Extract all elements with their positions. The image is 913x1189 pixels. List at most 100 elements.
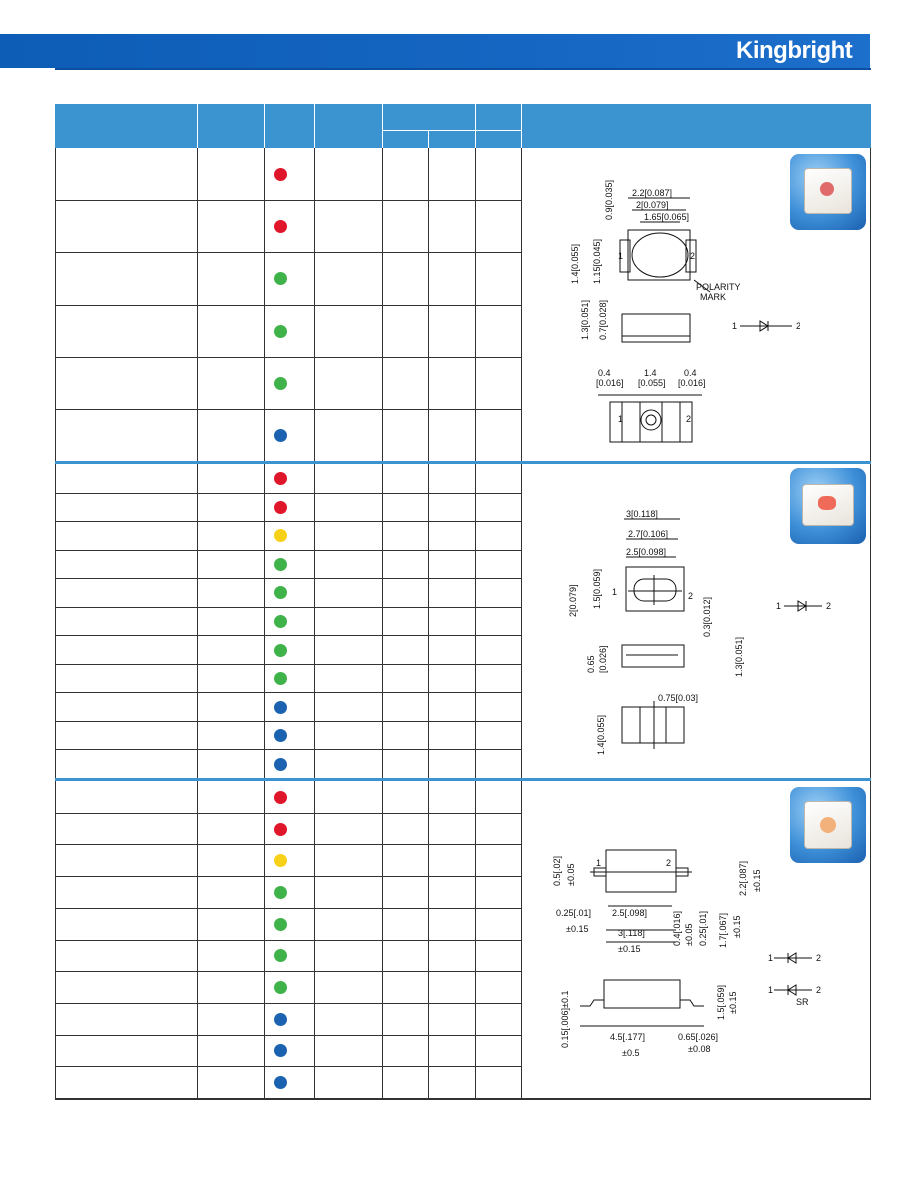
svg-text:2.2[.087]: 2.2[.087] bbox=[738, 861, 748, 896]
table-row-divider bbox=[55, 252, 521, 253]
table-row-divider bbox=[55, 971, 521, 972]
led-color-indicator-green bbox=[274, 918, 287, 931]
table-row-divider bbox=[55, 357, 521, 358]
svg-text:1.65[0.065]: 1.65[0.065] bbox=[644, 212, 689, 222]
svg-text:1: 1 bbox=[768, 985, 773, 995]
table-row-divider bbox=[55, 1003, 521, 1004]
svg-text:[0.055]: [0.055] bbox=[638, 378, 666, 388]
svg-text:±0.05: ±0.05 bbox=[566, 864, 576, 886]
svg-text:1.4[0.055]: 1.4[0.055] bbox=[570, 244, 580, 284]
section-divider bbox=[55, 461, 871, 464]
table-row-divider bbox=[55, 692, 521, 693]
led-color-indicator-green bbox=[274, 672, 287, 685]
table-row-divider bbox=[55, 607, 521, 608]
package-drawing-section1: 2.2[0.087] 2[0.079] 1.65[0.065] 0.9[0.03… bbox=[560, 180, 801, 455]
led-color-indicator-red bbox=[274, 823, 287, 836]
package-drawing-section2: 3[0.118] 2.7[0.106] 2.5[0.098] 2[0.079] … bbox=[560, 505, 850, 770]
svg-text:3[0.118]: 3[0.118] bbox=[626, 509, 658, 519]
led-color-indicator-yellow bbox=[274, 529, 287, 542]
svg-text:SR: SR bbox=[796, 997, 809, 1007]
led-photo-section1 bbox=[790, 154, 866, 230]
svg-text:±0.05: ±0.05 bbox=[684, 924, 694, 946]
led-color-indicator-red bbox=[274, 168, 287, 181]
table-row-divider bbox=[55, 493, 521, 494]
led-color-indicator-blue bbox=[274, 429, 287, 442]
svg-text:2: 2 bbox=[690, 251, 695, 261]
svg-text:±0.15: ±0.15 bbox=[752, 870, 762, 892]
table-row-divider bbox=[55, 749, 521, 750]
svg-text:[0.026]: [0.026] bbox=[598, 645, 608, 673]
svg-text:1: 1 bbox=[732, 321, 737, 331]
led-color-indicator-red bbox=[274, 472, 287, 485]
table-row-divider bbox=[55, 940, 521, 941]
svg-text:2: 2 bbox=[686, 414, 691, 424]
led-color-indicator-blue bbox=[274, 729, 287, 742]
svg-text:0.9[0.035]: 0.9[0.035] bbox=[604, 180, 614, 220]
svg-text:0.25[.01]: 0.25[.01] bbox=[556, 908, 591, 918]
svg-text:1: 1 bbox=[776, 601, 781, 611]
led-color-indicator-red bbox=[274, 220, 287, 233]
svg-text:±0.08: ±0.08 bbox=[688, 1044, 710, 1054]
column-divider bbox=[264, 781, 265, 1098]
led-color-indicator-red bbox=[274, 501, 287, 514]
led-color-indicator-green bbox=[274, 558, 287, 571]
svg-text:1: 1 bbox=[618, 251, 623, 261]
led-color-indicator-blue bbox=[274, 1076, 287, 1089]
svg-text:2[0.079]: 2[0.079] bbox=[636, 200, 669, 210]
svg-text:±0.15: ±0.15 bbox=[732, 916, 742, 938]
svg-text:[0.016]: [0.016] bbox=[596, 378, 624, 388]
led-color-indicator-blue bbox=[274, 758, 287, 771]
svg-text:0.4[.016]: 0.4[.016] bbox=[672, 911, 682, 946]
package-drawing-section3: 0.5[.02] ±0.05 2.2[.087] ±0.15 1 2 0.25[… bbox=[550, 830, 830, 1075]
column-divider bbox=[475, 464, 476, 778]
table-row-divider bbox=[55, 635, 521, 636]
header-subdivider bbox=[382, 130, 522, 131]
column-divider bbox=[521, 464, 522, 778]
svg-text:1: 1 bbox=[618, 414, 623, 424]
column-divider bbox=[428, 464, 429, 778]
svg-text:1: 1 bbox=[596, 858, 601, 868]
led-color-indicator-green bbox=[274, 325, 287, 338]
svg-text:2: 2 bbox=[688, 591, 693, 601]
svg-text:0.65: 0.65 bbox=[586, 655, 596, 673]
header-underline bbox=[55, 68, 871, 70]
led-color-indicator-green bbox=[274, 886, 287, 899]
svg-text:±0.15: ±0.15 bbox=[618, 944, 640, 954]
svg-text:1.4[0.055]: 1.4[0.055] bbox=[596, 715, 606, 755]
column-divider bbox=[521, 781, 522, 1098]
svg-text:0.75[0.03]: 0.75[0.03] bbox=[658, 693, 698, 703]
led-color-indicator-green bbox=[274, 272, 287, 285]
svg-text:1.15[0.045]: 1.15[0.045] bbox=[592, 239, 602, 284]
kingbright-logo: Kingbright bbox=[736, 37, 853, 64]
svg-text:MARK: MARK bbox=[700, 292, 726, 302]
svg-text:1.7[.067]: 1.7[.067] bbox=[718, 913, 728, 948]
column-divider bbox=[428, 148, 429, 461]
column-divider bbox=[475, 148, 476, 461]
svg-text:0.5[.02]: 0.5[.02] bbox=[552, 856, 562, 886]
svg-text:2: 2 bbox=[666, 858, 671, 868]
svg-text:2.5[.098]: 2.5[.098] bbox=[612, 908, 647, 918]
svg-text:±0.15: ±0.15 bbox=[728, 992, 738, 1014]
led-color-indicator-blue bbox=[274, 1013, 287, 1026]
table-row-divider bbox=[55, 908, 521, 909]
section-divider bbox=[55, 778, 871, 781]
svg-text:2: 2 bbox=[816, 953, 821, 963]
table-row-divider bbox=[55, 521, 521, 522]
svg-text:2.2[0.087]: 2.2[0.087] bbox=[632, 188, 672, 198]
column-divider bbox=[264, 464, 265, 778]
svg-text:0.4: 0.4 bbox=[684, 368, 697, 378]
table-row-divider bbox=[55, 721, 521, 722]
svg-text:[0.016]: [0.016] bbox=[678, 378, 706, 388]
column-divider bbox=[197, 148, 198, 461]
svg-text:1.5[0.059]: 1.5[0.059] bbox=[592, 569, 602, 609]
table-row-divider bbox=[55, 1035, 521, 1036]
table-header bbox=[55, 104, 871, 148]
svg-text:2.5[0.098]: 2.5[0.098] bbox=[626, 547, 666, 557]
table-row-divider bbox=[55, 578, 521, 579]
svg-text:0.65[.026]: 0.65[.026] bbox=[678, 1032, 718, 1042]
column-divider bbox=[382, 781, 383, 1098]
led-color-indicator-green bbox=[274, 644, 287, 657]
led-color-indicator-green bbox=[274, 377, 287, 390]
column-divider bbox=[314, 781, 315, 1098]
table-row-divider bbox=[55, 664, 521, 665]
